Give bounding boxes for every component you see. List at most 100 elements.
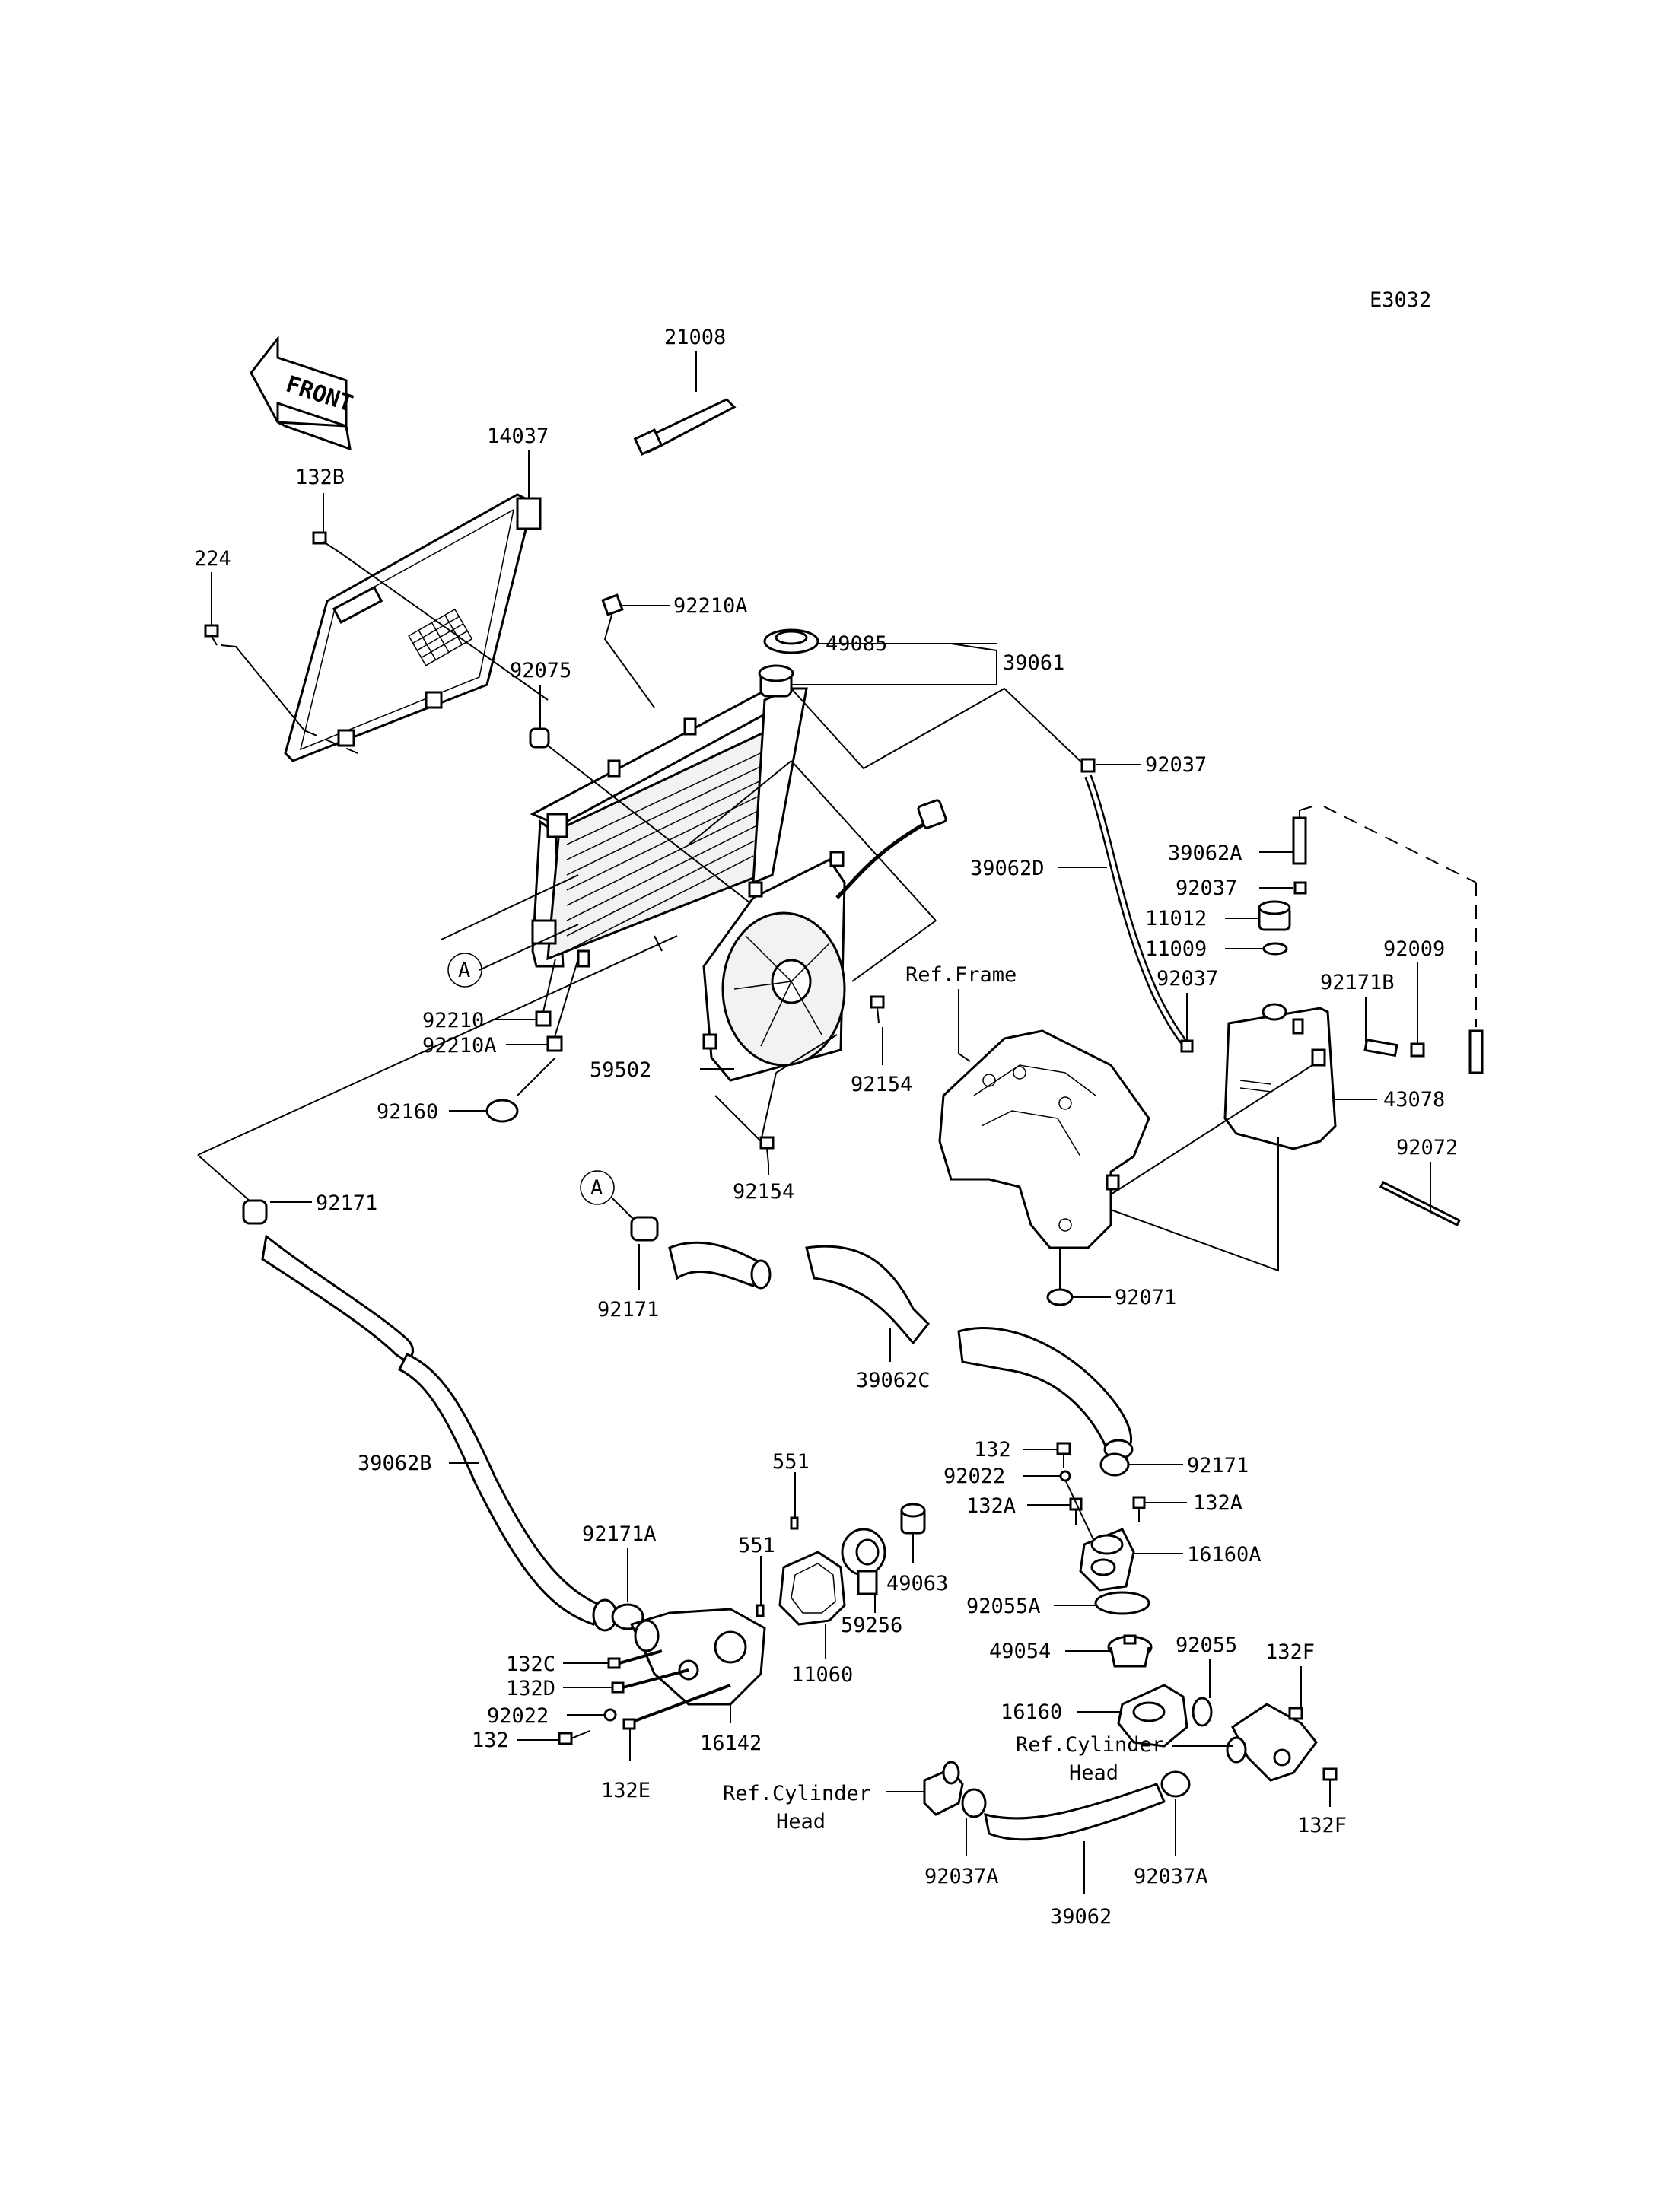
clip-92210A-low [546,1035,563,1052]
bolt-92154-b [759,1136,775,1165]
gasket-11009 [1262,942,1288,956]
pin-551-low [756,1604,765,1617]
overflow-hose-39062D [1084,775,1194,1053]
label-92075: 92075 [510,659,571,682]
label-39061: 39061 [1003,651,1064,675]
grommet-92160 [485,1099,519,1123]
clamp-92037-low [1180,1039,1194,1053]
label-132D: 132D [506,1677,555,1700]
label-92171-right: 92171 [1187,1454,1249,1478]
thermostat-cover-16160A [1079,1528,1135,1592]
screw-224 [204,624,219,646]
frame-bracket [938,1029,1150,1249]
cooling-fan-59502 [702,799,947,1082]
o-ring-92055 [1192,1697,1213,1727]
bolt-132F-top [1288,1707,1303,1720]
label-92072: 92072 [1396,1136,1458,1159]
screw-92009 [1410,1042,1425,1058]
label-132B: 132B [295,466,345,489]
label-92055A: 92055A [966,1595,1041,1618]
callout-a-top: A [447,953,482,988]
label-92171B: 92171B [1320,971,1395,994]
bolt-132D [611,1668,689,1694]
reservoir-tank-43078 [1223,1003,1337,1150]
label-92154-b: 92154 [733,1180,794,1204]
radiator-cap-49085 [763,628,819,654]
clamp-92171-mid [630,1216,659,1242]
label-59502: 59502 [590,1058,651,1082]
grommet-92075 [529,727,550,749]
label-14037: 14037 [487,425,549,448]
diagram-code: E3032 [1370,288,1431,312]
washer-92022-right [1059,1470,1071,1482]
label-11009: 11009 [1145,937,1207,961]
mechanical-seal-49063 [900,1503,926,1535]
label-92022-left: 92022 [487,1704,549,1728]
fan-switch-21008 [633,351,737,456]
bolt-132B [312,531,339,552]
water-fitting-right [1226,1703,1318,1782]
breather-tube-39062A [1292,806,1313,865]
ref-cylinder-head-right-line2: Head [1069,1761,1118,1785]
label-49085: 49085 [826,632,887,656]
bolt-132A-right [1132,1496,1146,1522]
label-551-top: 551 [772,1450,810,1474]
callout-a-top-label: A [458,959,470,982]
o-ring-92055A [1094,1591,1150,1615]
radiator-hose-39062C [668,1241,1134,1460]
label-92037-mid: 92037 [1176,876,1237,900]
label-39062C: 39062C [856,1369,931,1392]
label-92210A-low: 92210A [422,1034,497,1058]
label-132A-left: 132A [966,1494,1016,1518]
callout-a-mid-label: A [590,1176,603,1200]
ref-cylinder-head-right-line1: Ref.Cylinder [1016,1733,1164,1757]
radiator-hose-39062B [261,1234,618,1632]
water-pump-body-16142 [629,1608,766,1706]
grommet-92071 [1046,1288,1074,1306]
clamp-92037-mid [1293,881,1307,895]
label-92055: 92055 [1176,1633,1237,1657]
label-92037-low: 92037 [1157,967,1218,991]
label-39062B: 39062B [358,1452,432,1475]
clamp-92037-top [1080,758,1096,773]
label-49063: 49063 [886,1572,948,1595]
water-fitting-left [923,1761,964,1816]
label-92171A: 92171A [582,1522,657,1546]
label-43078: 43078 [1383,1088,1445,1112]
reservoir-cap-11012 [1258,900,1291,931]
label-92071: 92071 [1115,1286,1176,1309]
bypass-hose-39062 [984,1783,1166,1841]
label-551-low: 551 [738,1534,775,1557]
label-92210A-top: 92210A [673,594,748,618]
bolt-92154-a [870,995,885,1024]
thermostat-housing-16160 [1117,1684,1188,1748]
ref-frame-label: Ref.Frame [905,963,1017,987]
label-92160: 92160 [377,1100,438,1124]
label-39062A: 39062A [1168,841,1242,865]
label-16160A: 16160A [1187,1543,1262,1567]
radiator-screen-14037 [284,493,542,762]
clip-92210A-top [601,593,624,616]
label-132-left: 132 [472,1729,509,1752]
callout-a-mid: A [580,1170,615,1205]
label-39062: 39062 [1050,1905,1112,1929]
pin-551-top [790,1516,799,1530]
gasket-11060 [778,1551,846,1626]
label-224: 224 [194,547,231,571]
ref-cylinder-head-left-line2: Head [776,1810,826,1834]
label-92037-top: 92037 [1145,753,1207,777]
label-92037A-left: 92037A [924,1865,999,1888]
label-11060: 11060 [791,1663,853,1687]
label-132C: 132C [506,1652,555,1676]
bolt-132F-low [1322,1767,1338,1781]
label-132E: 132E [601,1779,651,1802]
label-92171-left: 92171 [316,1191,377,1215]
label-92037A-right: 92037A [1134,1865,1208,1888]
label-132-right: 132 [974,1438,1011,1462]
front-arrow-icon: FRONT [250,335,356,451]
band-92171B [1363,1038,1398,1058]
label-132A-right: 132A [1193,1491,1242,1515]
label-92171-mid: 92171 [597,1298,659,1322]
label-92009: 92009 [1383,937,1445,961]
